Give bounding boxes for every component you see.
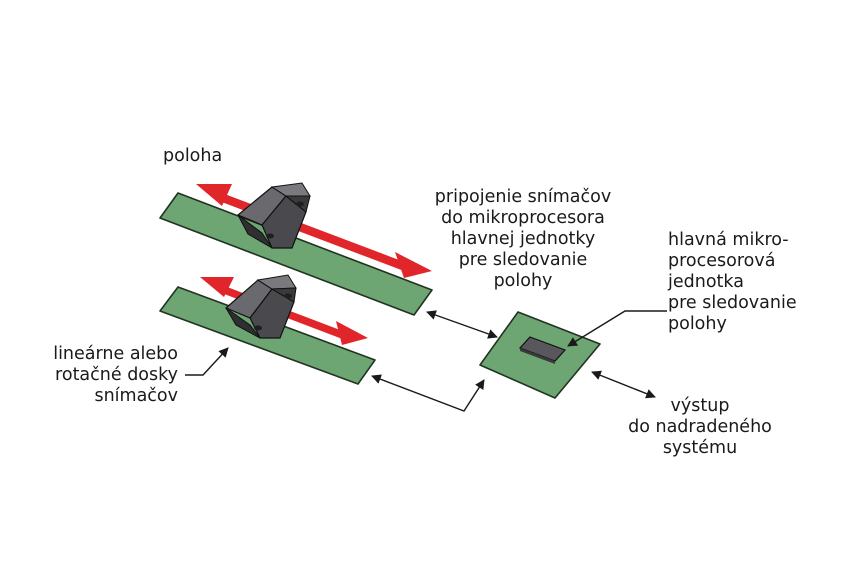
output-arrow (591, 370, 656, 399)
connector-lower-board (371, 374, 485, 412)
lower-sensor-slider (224, 274, 297, 339)
label-position: poloha (163, 146, 223, 166)
label-sensor-boards: lineárne alebo rotačné dosky snímačov (53, 344, 178, 406)
label-output: výstup do nadradeného systému (628, 396, 772, 458)
upper-sensor-slider (236, 182, 311, 249)
label-main-unit: hlavná mikro- procesorová jednotka pre s… (668, 230, 797, 334)
connector-upper-board (426, 310, 498, 339)
microprocessor-chip (518, 336, 567, 364)
sensor-boards-leader (185, 347, 229, 376)
upper-sensor-board (159, 192, 433, 316)
main-unit-leader (567, 310, 667, 347)
label-sensor-connection: pripojenie snímačov do mikroprocesora hl… (434, 187, 612, 291)
